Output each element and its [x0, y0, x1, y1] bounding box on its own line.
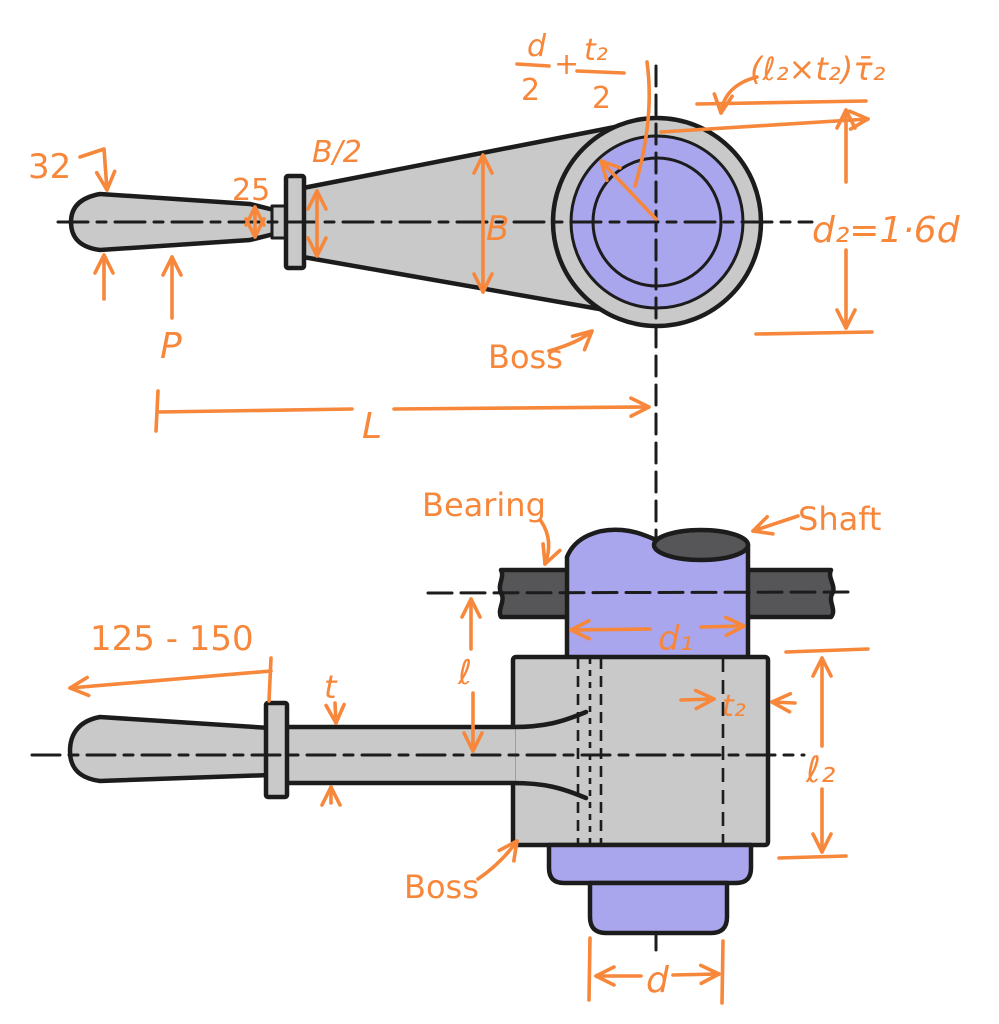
- d-tick-right: [720, 939, 725, 1005]
- frac-den1: 2: [521, 73, 540, 108]
- boss-bottom-leader: [476, 839, 519, 881]
- dim-label-d2: d₂=1·6d: [812, 210, 961, 251]
- centerline-bearing: [426, 590, 858, 595]
- dim-label-l2: ℓ₂: [805, 750, 835, 791]
- l-dim-line-right: [392, 396, 651, 418]
- t2-arrow-left: [770, 691, 797, 714]
- force-p-label: P: [160, 326, 182, 367]
- shaft-label: Shaft: [798, 500, 881, 538]
- radius-formula: d 2 + t₂ 2: [515, 29, 652, 188]
- boss-hidden-lines: [576, 658, 725, 844]
- shaft-cut-section-ellipse: [651, 527, 751, 563]
- dim-label-t2: t₂: [722, 689, 746, 724]
- d2-top-extension: [695, 99, 868, 106]
- bearing-leader: [539, 519, 562, 566]
- t-arrow-top: [324, 701, 346, 725]
- boss-label-top: Boss: [488, 338, 563, 376]
- boss-body: [510, 654, 771, 848]
- bearing-label: Bearing: [422, 486, 546, 524]
- dim-label-d: d: [646, 960, 670, 1001]
- shaft-end: [587, 880, 730, 936]
- dim-label-t: t: [324, 668, 338, 706]
- dim-label-ell: ℓ: [457, 653, 472, 693]
- l-dim-line-left: [156, 407, 354, 414]
- dim-label-b: B: [486, 209, 509, 249]
- top-view: [56, 64, 814, 952]
- dim-label-125-150: 125 - 150: [90, 619, 254, 659]
- dim-label-d1: d₁: [658, 619, 693, 659]
- key-formula-leader: [712, 75, 759, 115]
- handle-bottom-view: [67, 714, 273, 784]
- bottom-view: [30, 527, 858, 936]
- bore-radius-arrow: [599, 159, 658, 221]
- radius-formula-leader: [633, 60, 652, 188]
- l2-bottom-extension: [777, 854, 848, 860]
- d1-arrow-left: [569, 618, 652, 641]
- boss-label-bottom: Boss: [404, 868, 479, 906]
- dim-label-25: 25: [232, 173, 270, 208]
- frac-num2: t₂: [584, 33, 608, 68]
- d1-arrow-right: [699, 615, 746, 638]
- shaft-leader: [751, 514, 800, 536]
- shaft-step-upper: [546, 842, 754, 886]
- handle-length-tick: [267, 656, 273, 703]
- handle-flange-bottom-view: [263, 700, 290, 800]
- l2-top-extension: [784, 647, 870, 654]
- frac-den2: 2: [592, 81, 611, 116]
- t2-arrow-right: [679, 688, 716, 711]
- key-shear-formula: (ℓ₂×t₂)τ̄₂: [750, 50, 885, 88]
- frac-plus: +: [554, 47, 579, 82]
- frac-num1: d: [527, 29, 547, 64]
- boss-top-leader: [547, 329, 594, 353]
- key-force-arrow: [659, 109, 870, 134]
- annotations-bottom-view: Bearing Shaft 125 - 150 t ℓ d₁ t₂ ℓ₂ Bos…: [68, 486, 881, 1005]
- d-arrow-right: [671, 963, 721, 986]
- annotations-top-view: 32 25 B/2 B d 2 + t₂ 2 (ℓ₂×t₂)τ̄₂ d₂=1·6…: [28, 29, 961, 447]
- dim-label-b-half: B/2: [312, 135, 362, 170]
- dim-label-l: L: [362, 406, 382, 447]
- dim-label-32: 32: [28, 147, 71, 187]
- dim-32-leader: [78, 147, 117, 192]
- d-tick-left: [587, 936, 592, 1002]
- handle-length-line: [68, 669, 273, 698]
- d2-bottom-extension: [754, 330, 874, 336]
